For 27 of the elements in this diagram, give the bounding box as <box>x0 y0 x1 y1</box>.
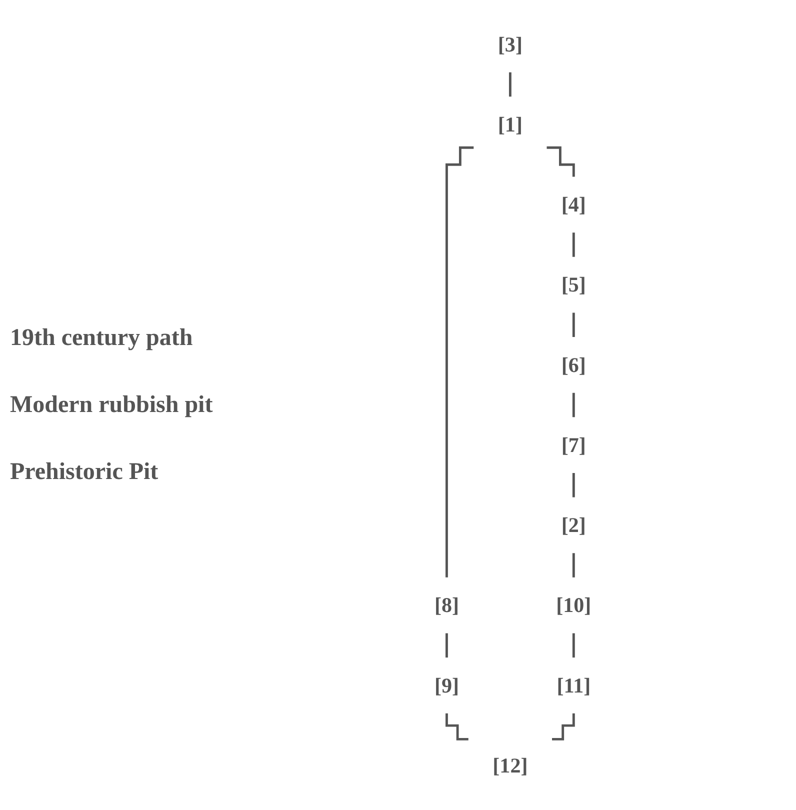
connector <box>446 146 474 579</box>
annotation-label: Modern rubbish pit <box>10 392 214 418</box>
connector <box>572 392 576 418</box>
node-text: [12] <box>492 754 528 778</box>
node-text: [1] <box>498 112 523 136</box>
connector <box>572 312 576 338</box>
node-text: [2] <box>562 513 586 537</box>
node-text: [8] <box>434 594 460 618</box>
connector <box>509 71 512 98</box>
node-text: [3] <box>498 32 523 56</box>
node-text: [9] <box>434 674 460 698</box>
node-text: [10] <box>556 594 592 618</box>
connector <box>446 632 448 659</box>
connector <box>546 146 576 178</box>
connector <box>572 552 576 579</box>
annotation-label: 19th century path <box>10 324 194 352</box>
connector <box>572 632 576 659</box>
node-text: [4] <box>562 192 586 216</box>
connector <box>552 712 576 740</box>
connector <box>572 231 576 258</box>
node-text: [11] <box>556 674 591 698</box>
annotation-label: Prehistoric Pit <box>10 458 160 486</box>
node-text: [5] <box>562 273 586 297</box>
node-text: [6] <box>562 353 586 377</box>
connector <box>572 472 576 498</box>
connector <box>446 712 469 740</box>
node-text: [7] <box>562 433 586 457</box>
